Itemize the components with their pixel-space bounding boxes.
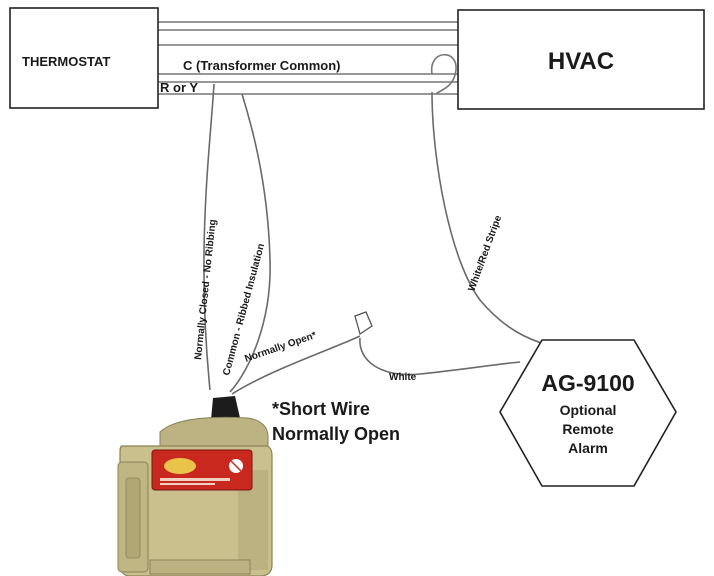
hvac-box: HVAC [457, 9, 705, 110]
alarm-line2: Remote [562, 421, 614, 437]
float-switch-device [117, 396, 273, 576]
hvac-label: HVAC [548, 48, 614, 75]
alarm-hexagon: AG-9100 Optional Remote Alarm [499, 339, 677, 487]
wire-connector [354, 311, 373, 336]
alarm-line3: Alarm [568, 440, 608, 456]
alarm-line1: Optional [560, 402, 617, 418]
c-common-label: C (Transformer Common) [183, 58, 340, 73]
normally-closed-label: Normally Closed - No Ribbing [193, 219, 219, 361]
junction-loop [431, 53, 457, 95]
normally-open-label: Normally Open* [243, 330, 318, 365]
device-wires [203, 83, 549, 395]
white-red-stripe-label: White/Red Stripe [466, 214, 504, 293]
note-line1: *Short Wire [272, 399, 370, 419]
note-line2: Normally Open [272, 424, 400, 444]
white-wire-label: White [389, 372, 417, 383]
alarm-model: AG-9100 [541, 370, 634, 396]
bus-wires [158, 21, 458, 95]
thermostat-box: THERMOSTAT [9, 7, 159, 109]
thermostat-label: THERMOSTAT [22, 54, 110, 69]
r-or-y-label: R or Y [160, 80, 198, 95]
